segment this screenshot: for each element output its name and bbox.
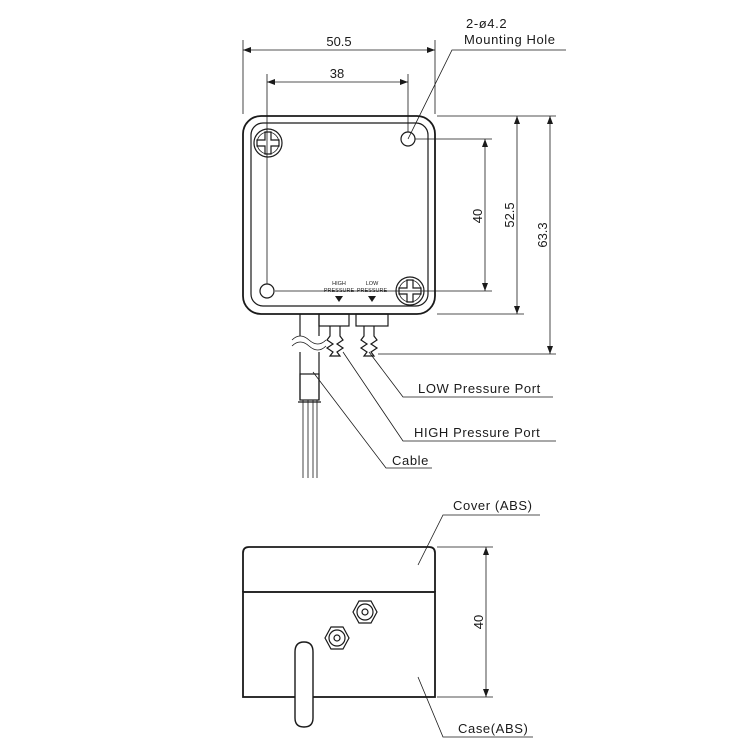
cable-label: Cable: [392, 453, 429, 468]
high-pressure-mark-line1: HIGH: [332, 281, 346, 287]
dim-height-total: 63.3: [535, 222, 550, 247]
cover-label: Cover (ABS): [453, 498, 533, 513]
low-pressure-port: [355, 313, 389, 357]
low-pressure-mark-line1: LOW: [366, 281, 379, 287]
dim-hole-spacing-h: 38: [330, 66, 344, 81]
dim-width-overall: 50.5: [326, 34, 351, 49]
dim-height-body: 52.5: [502, 202, 517, 227]
side-cable: [294, 641, 314, 728]
low-port-label: LOW Pressure Port: [418, 381, 541, 396]
side-view: 40 Cover (ABS) Case(ABS): [242, 498, 540, 738]
case-label: Case(ABS): [458, 721, 528, 736]
hex-fitting-icon: [324, 626, 350, 650]
screw-icon: [253, 128, 283, 158]
top-view: HIGH PRESSURE LOW PRESSURE: [242, 16, 566, 478]
dim-hole-spacing-v: 40: [470, 209, 485, 223]
mounting-hole-bottom-left: [259, 283, 275, 299]
dim-side-height: 40: [471, 615, 486, 629]
high-pressure-arrow-icon: [335, 296, 343, 302]
case-outline: [242, 591, 436, 698]
mounting-hole-label: Mounting Hole: [464, 32, 556, 47]
low-pressure-arrow-icon: [368, 296, 376, 302]
cover-outline: [242, 546, 436, 592]
cable: [291, 314, 327, 478]
high-port-label: HIGH Pressure Port: [414, 425, 540, 440]
high-pressure-port: [318, 313, 350, 357]
hex-fitting-icon: [352, 600, 378, 624]
housing-inner-outline: [250, 122, 429, 307]
mounting-hole-spec: 2-ø4.2: [466, 16, 507, 31]
